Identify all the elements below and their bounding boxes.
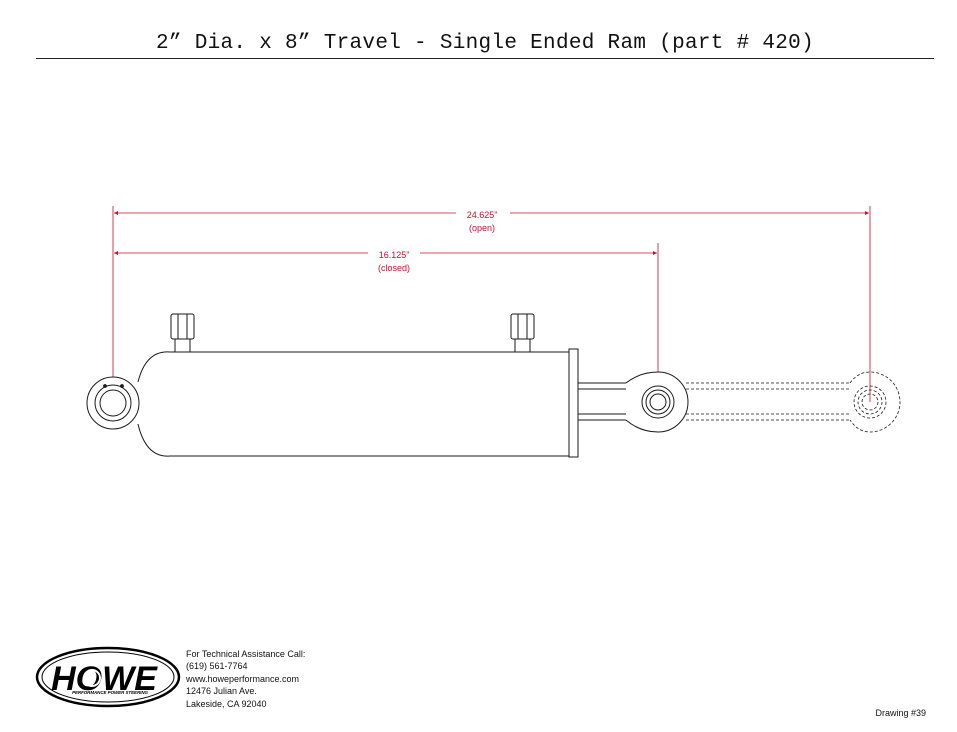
title-underline	[36, 58, 934, 59]
page-title: 2” Dia. x 8” Travel - Single Ended Ram (…	[155, 32, 814, 55]
hydraulic-fitting-right	[510, 313, 535, 353]
contact-phone: (619) 561-7764	[186, 661, 248, 672]
dimension-open: 24.625” (open)	[114, 210, 869, 233]
contact-info: For Technical Assistance Call: (619) 561…	[186, 648, 305, 710]
dimension-closed-label: (closed)	[378, 263, 410, 273]
dimension-open-value: 24.625”	[467, 210, 498, 220]
dimension-closed: 16.125” (closed)	[114, 250, 657, 273]
howe-logo: HOWE PERFORMANCE POWER STEERING	[35, 646, 181, 708]
rod-end-eye	[625, 371, 689, 433]
logo-brand: HOWE	[51, 660, 158, 698]
contact-heading: For Technical Assistance Call:	[186, 649, 306, 659]
cylinder-body	[137, 348, 579, 458]
steering-wheel-icon	[83, 669, 101, 687]
rear-mount-eye	[86, 376, 140, 430]
contact-website: www.howeperformance.com	[186, 673, 300, 684]
drawing-number: Drawing #39	[875, 708, 926, 718]
extended-rod-phantom	[686, 371, 901, 433]
logo-tagline: PERFORMANCE POWER STEERING	[72, 690, 148, 695]
end-flange	[568, 348, 579, 458]
contact-street: 12476 Julian Ave.	[186, 686, 257, 697]
dimension-open-label: (open)	[469, 223, 495, 233]
hydraulic-fitting-left	[170, 313, 195, 353]
dimension-closed-value: 16.125”	[379, 250, 410, 260]
contact-city: Lakeside, CA 92040	[186, 698, 267, 709]
